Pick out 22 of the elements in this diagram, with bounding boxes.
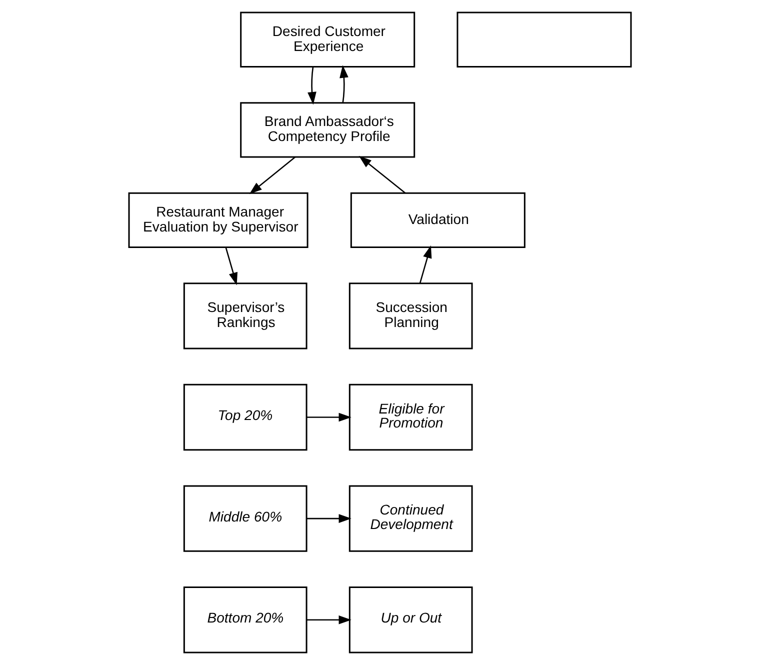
arrow: [340, 65, 348, 103]
node-box: Up or Out: [348, 586, 473, 654]
node-box: [456, 12, 632, 68]
node-box: Eligible for Promotion: [348, 384, 473, 451]
node-box: Bottom 20%: [183, 586, 308, 654]
node-box: Restaurant Manager Evaluation by Supervisor: [128, 192, 308, 248]
arrow: [419, 245, 432, 284]
node-box: Top 20%: [183, 384, 308, 451]
arrow: [306, 514, 352, 523]
node-box: Brand Ambassador‘s Competency Profile: [240, 102, 416, 158]
arrow: [306, 412, 352, 422]
node-box: Supervisor’s Rankings: [183, 282, 308, 350]
arrow: [225, 247, 238, 286]
arrow: [308, 67, 316, 105]
arrow: [358, 156, 406, 194]
arrow: [249, 156, 296, 194]
node-box: Desired Customer Experience: [240, 12, 416, 68]
node-box: Continued Development: [348, 485, 473, 552]
node-box: Middle 60%: [183, 485, 308, 552]
node-box: Validation: [350, 192, 526, 248]
node-box: Succession Planning: [348, 282, 473, 350]
arrow: [306, 615, 352, 624]
